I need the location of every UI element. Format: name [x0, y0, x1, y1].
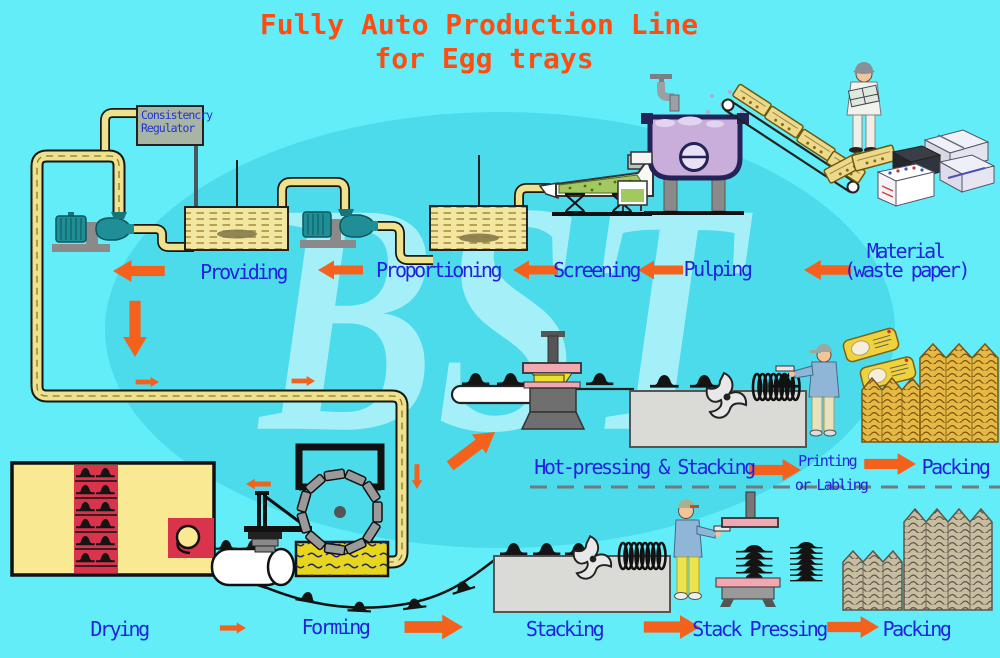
arrow-pipe-flow-1-icon: [135, 377, 159, 387]
label-hot-pressing: Hot-pressing & Stacking: [534, 455, 756, 479]
arrow-diagonal-icon: [442, 422, 503, 476]
label-pulping: Pulping: [683, 257, 753, 281]
providing-tank: [184, 160, 289, 251]
drying-oven: [10, 461, 216, 577]
label-screening: Screening: [553, 258, 641, 282]
waste-paper-pile: [823, 129, 996, 207]
label-drying: Drying: [90, 617, 150, 641]
arrow-forming-right-icon: [219, 622, 246, 634]
stack-press-machine: [715, 491, 781, 607]
label-proportioning: Proportioning: [375, 258, 503, 282]
arrow-screening-left-icon: [513, 260, 558, 280]
consistency-regulator-box: [136, 105, 204, 146]
arrow-printing-right-icon: [749, 459, 801, 481]
proportioning-tank: [429, 155, 528, 251]
arrow-proportioning-left-icon: [318, 260, 363, 280]
worker-material: [846, 62, 882, 153]
title-line-2: for Egg trays: [374, 42, 594, 75]
egg-tray-stack-grey-small: [842, 549, 903, 611]
pulping-machine: [617, 74, 752, 215]
label-stack-pressing: Stack Pressing: [692, 617, 828, 641]
label-stacking: Stacking: [525, 617, 605, 641]
label-packing-bottom: Packing: [882, 617, 952, 641]
title-line-1: Fully Auto Production Line: [259, 8, 699, 41]
compressed-tray-stack: [790, 542, 823, 582]
forming-machine: [294, 443, 390, 578]
arrow-down-icon: [123, 300, 147, 357]
arrow-small-down-icon: [411, 464, 423, 489]
worker-hot-press: [775, 344, 840, 437]
worker-stacking: [673, 499, 731, 600]
egg-tray-stack-grey-large: [903, 507, 993, 611]
label-printing-1: Printing: [798, 452, 858, 470]
arrow-providing-left-icon: [113, 260, 165, 282]
label-printing-2: or Labling: [794, 476, 869, 494]
consistency-regulator-label: Consistencry Regulator: [141, 108, 213, 135]
arrow-packing-bottom-right-icon: [827, 616, 879, 638]
egg-cartons: [842, 327, 917, 390]
label-providing: Providing: [200, 260, 288, 284]
pump-2-icon: [300, 209, 378, 248]
label-packing-top: Packing: [921, 455, 991, 479]
arrow-small-left-icon: [246, 478, 271, 490]
egg-tray-stack-yellow-small: [861, 376, 923, 443]
pipe-network: [30, 108, 550, 569]
stacker-machine-bottom: [493, 535, 671, 613]
arrow-pipe-flow-2-icon: [291, 376, 315, 386]
transfer-conveyor: [210, 491, 498, 613]
label-material-1: Material: [866, 239, 946, 263]
egg-tray-stack-yellow-large: [919, 342, 999, 443]
arrow-packing-top-right-icon: [864, 453, 916, 475]
stacker-machine-top: [629, 372, 807, 448]
arrow-pulping-left-icon: [638, 260, 683, 280]
pump-1-icon: [52, 212, 134, 252]
arrow-stacking-right-icon: [404, 614, 463, 640]
label-forming: Forming: [301, 615, 371, 639]
hot-press-machine: [450, 331, 634, 430]
label-material-2: (waste paper): [843, 258, 971, 282]
